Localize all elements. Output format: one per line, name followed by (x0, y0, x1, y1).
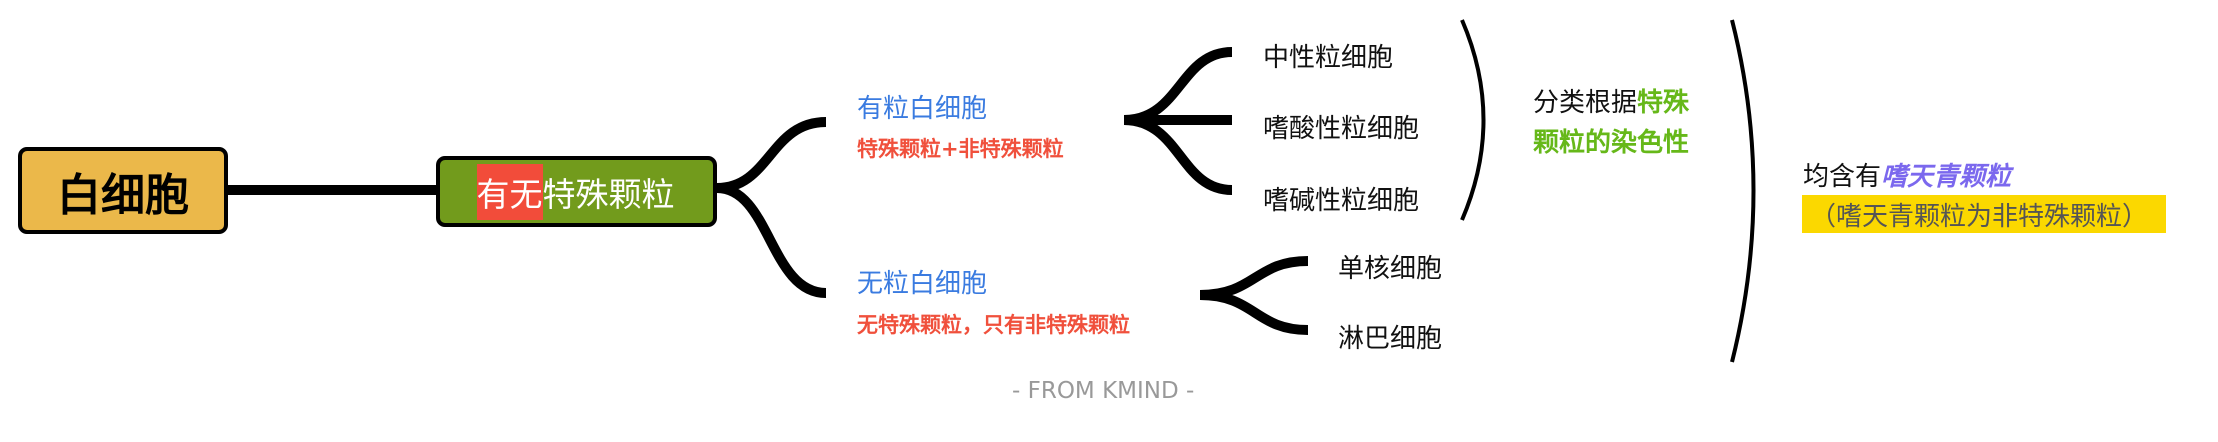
summary-azurophilic-emphasis: 嗜天青颗粒 (1881, 162, 2012, 192)
summary-azurophilic-note: （嗜天青颗粒为非特殊颗粒） (1802, 195, 2166, 233)
main-topic-node[interactable]: 有无特殊颗粒 (436, 156, 717, 227)
summary-classification[interactable]: 分类根据特殊 颗粒的染色性 (1533, 83, 1689, 163)
summary-azurophilic-prefix: 均含有 (1803, 162, 1882, 192)
leaf-eosinophil[interactable]: 嗜酸性粒细胞 (1263, 114, 1420, 144)
main-topic-label: 特殊颗粒 (542, 174, 675, 214)
connector-monocyte (1199, 256, 1309, 300)
leaf-neutrophil[interactable]: 中性粒细胞 (1263, 43, 1394, 73)
main-topic-highlight: 有无 (476, 163, 543, 220)
root-label: 白细胞 (57, 169, 189, 221)
branch-granular-subtitle: 特殊颗粒+非特殊颗粒 (857, 137, 1064, 161)
leaf-monocyte[interactable]: 单核细胞 (1338, 254, 1443, 284)
branch-granular-title[interactable]: 有粒白细胞 (857, 94, 988, 124)
summary-classification-emphasis-1: 特殊 (1637, 88, 1690, 118)
summary-classification-emphasis-2: 颗粒的染色性 (1533, 128, 1690, 158)
watermark-footer: - FROM KMIND - (1012, 378, 1195, 404)
summary-azurophilic-note-text: （嗜天青颗粒为非特殊颗粒） (1810, 201, 2149, 232)
summary-bracket-granular (1460, 19, 1486, 221)
leaf-lymphocyte[interactable]: 淋巴细胞 (1338, 324, 1443, 354)
branch-agranular-subtitle: 无特殊颗粒，只有非特殊颗粒 (857, 313, 1130, 337)
branch-agranular-title[interactable]: 无粒白细胞 (857, 269, 988, 299)
summary-azurophilic[interactable]: 均含有嗜天青颗粒 (1803, 156, 2011, 193)
summary-bracket-all (1730, 19, 1756, 363)
connector-basophil (1123, 115, 1233, 195)
connector-neutrophil (1123, 47, 1233, 125)
root-node[interactable]: 白细胞 (18, 147, 228, 234)
connector-lymphocyte (1199, 290, 1309, 335)
summary-classification-prefix: 分类根据 (1533, 88, 1638, 118)
leaf-basophil[interactable]: 嗜碱性粒细胞 (1263, 186, 1420, 216)
connector-branch-agranular (716, 183, 827, 298)
connector-branch-granular (716, 117, 827, 193)
